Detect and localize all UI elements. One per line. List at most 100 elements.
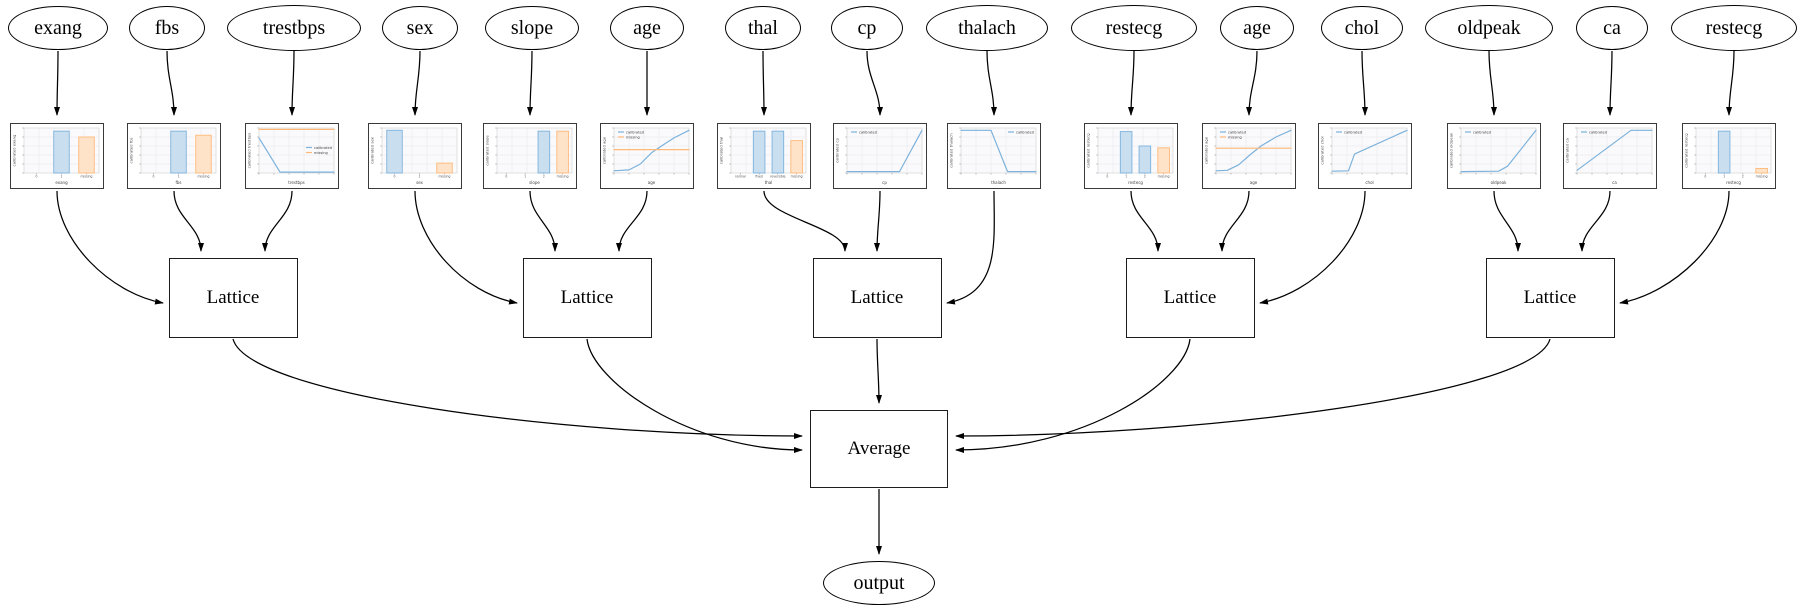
lattice-label: Lattice xyxy=(1163,287,1217,308)
svg-text:calibrated exang: calibrated exang xyxy=(12,134,17,167)
feature-node-age: age xyxy=(610,6,684,50)
svg-text:0: 0 xyxy=(394,175,396,179)
svg-text:calibrated restecg: calibrated restecg xyxy=(1684,133,1689,168)
lattice-label: Lattice xyxy=(560,287,614,308)
svg-text:1: 1 xyxy=(419,175,421,179)
svg-text:restecg: restecg xyxy=(1726,180,1741,185)
feature-label: exang xyxy=(34,16,82,39)
lattice-label: Lattice xyxy=(206,287,260,308)
feature-label: ca xyxy=(1603,16,1621,39)
feature-label: oldpeak xyxy=(1457,16,1521,39)
svg-text:normal: normal xyxy=(735,175,746,179)
svg-text:calibrated: calibrated xyxy=(1344,130,1362,134)
feature-node-thalach: thalach xyxy=(926,5,1048,51)
calibrator-plot: calibrated trestbpstrestbpscalibratedmis… xyxy=(247,127,335,185)
feature-node-slope: slope xyxy=(485,6,579,50)
svg-text:fixed: fixed xyxy=(755,175,763,179)
feature-label: thal xyxy=(748,16,778,39)
feature-node-trestbps: trestbps xyxy=(227,5,361,51)
feature-label: fbs xyxy=(154,16,180,39)
svg-text:calibrated thal: calibrated thal xyxy=(719,137,724,165)
svg-text:ca: ca xyxy=(1612,180,1617,185)
svg-text:calibrated restecg: calibrated restecg xyxy=(1086,133,1091,168)
feature-node-cp: cp xyxy=(831,6,903,50)
svg-text:sex: sex xyxy=(416,180,423,185)
calibrator-chart-thal: calibrated thal thal normal fixed reversible… xyxy=(717,123,811,189)
svg-text:thal: thal xyxy=(765,180,773,185)
average-box: Average xyxy=(810,410,948,488)
feature-node-sex: sex xyxy=(382,6,458,50)
svg-text:0: 0 xyxy=(153,175,155,179)
svg-text:calibrated chol: calibrated chol xyxy=(1320,136,1325,164)
svg-text:missing: missing xyxy=(557,175,569,179)
svg-text:chol: chol xyxy=(1365,180,1373,185)
calibrator-plot: calibrated chol chol calibrated xyxy=(1320,127,1408,185)
output-node: output xyxy=(823,561,935,605)
svg-text:missing: missing xyxy=(198,175,210,179)
average-label: Average xyxy=(847,438,911,459)
svg-text:calibrated cp: calibrated cp xyxy=(835,138,840,163)
svg-text:fbs: fbs xyxy=(175,180,181,185)
lattice-box-2: Lattice xyxy=(522,258,652,338)
svg-text:2: 2 xyxy=(1144,175,1146,179)
feature-label: chol xyxy=(1344,16,1380,39)
svg-text:missing: missing xyxy=(1228,135,1242,139)
feature-label: trestbps xyxy=(262,16,326,39)
feature-node-fbs: fbs xyxy=(129,6,205,50)
calibrator-chart-fbs: calibrated fbs fbs 0 1 missing xyxy=(127,123,221,189)
svg-text:1: 1 xyxy=(524,175,526,179)
svg-text:calibrated fbs: calibrated fbs xyxy=(129,137,134,163)
svg-text:calibrated trestbps: calibrated trestbps xyxy=(247,133,252,169)
svg-text:calibrated slope: calibrated slope xyxy=(485,135,490,166)
lattice-box-3: Lattice xyxy=(812,258,942,338)
feature-label: thalach xyxy=(958,16,1016,39)
svg-text:1: 1 xyxy=(1125,175,1127,179)
svg-text:0: 0 xyxy=(1106,175,1108,179)
calibrator-plot: calibrated fbs fbs 0 1 missing xyxy=(129,127,217,185)
svg-text:missing: missing xyxy=(81,175,93,179)
svg-text:missing: missing xyxy=(314,151,328,155)
svg-text:thalach: thalach xyxy=(991,180,1006,185)
svg-text:missing: missing xyxy=(1756,175,1768,179)
svg-text:calibrated: calibrated xyxy=(1589,130,1607,134)
svg-text:calibrated: calibrated xyxy=(626,130,644,134)
feature-node-thal: thal xyxy=(725,6,801,50)
svg-text:calibrated: calibrated xyxy=(1473,130,1491,134)
feature-node-restecg: restecg xyxy=(1071,5,1197,51)
feature-label: slope xyxy=(510,16,554,39)
feature-label: sex xyxy=(406,16,434,39)
svg-text:oldpeak: oldpeak xyxy=(1491,180,1508,185)
svg-text:1: 1 xyxy=(178,175,180,179)
lattice-box-5: Lattice xyxy=(1485,258,1615,338)
svg-text:missing: missing xyxy=(791,175,803,179)
calibrator-chart-chol: calibrated chol chol calibrated xyxy=(1318,123,1412,189)
feature-node-ca: ca xyxy=(1576,6,1648,50)
feature-node-chol: chol xyxy=(1321,6,1403,50)
svg-text:1: 1 xyxy=(61,175,63,179)
svg-text:0: 0 xyxy=(1704,175,1706,179)
lattice-label: Lattice xyxy=(850,287,904,308)
lattice-box-4: Lattice xyxy=(1125,258,1255,338)
svg-text:slope: slope xyxy=(529,180,540,185)
svg-text:reversible: reversible xyxy=(770,175,785,179)
feature-node-restecg: restecg xyxy=(1671,5,1797,51)
svg-text:calibrated age: calibrated age xyxy=(602,136,607,164)
